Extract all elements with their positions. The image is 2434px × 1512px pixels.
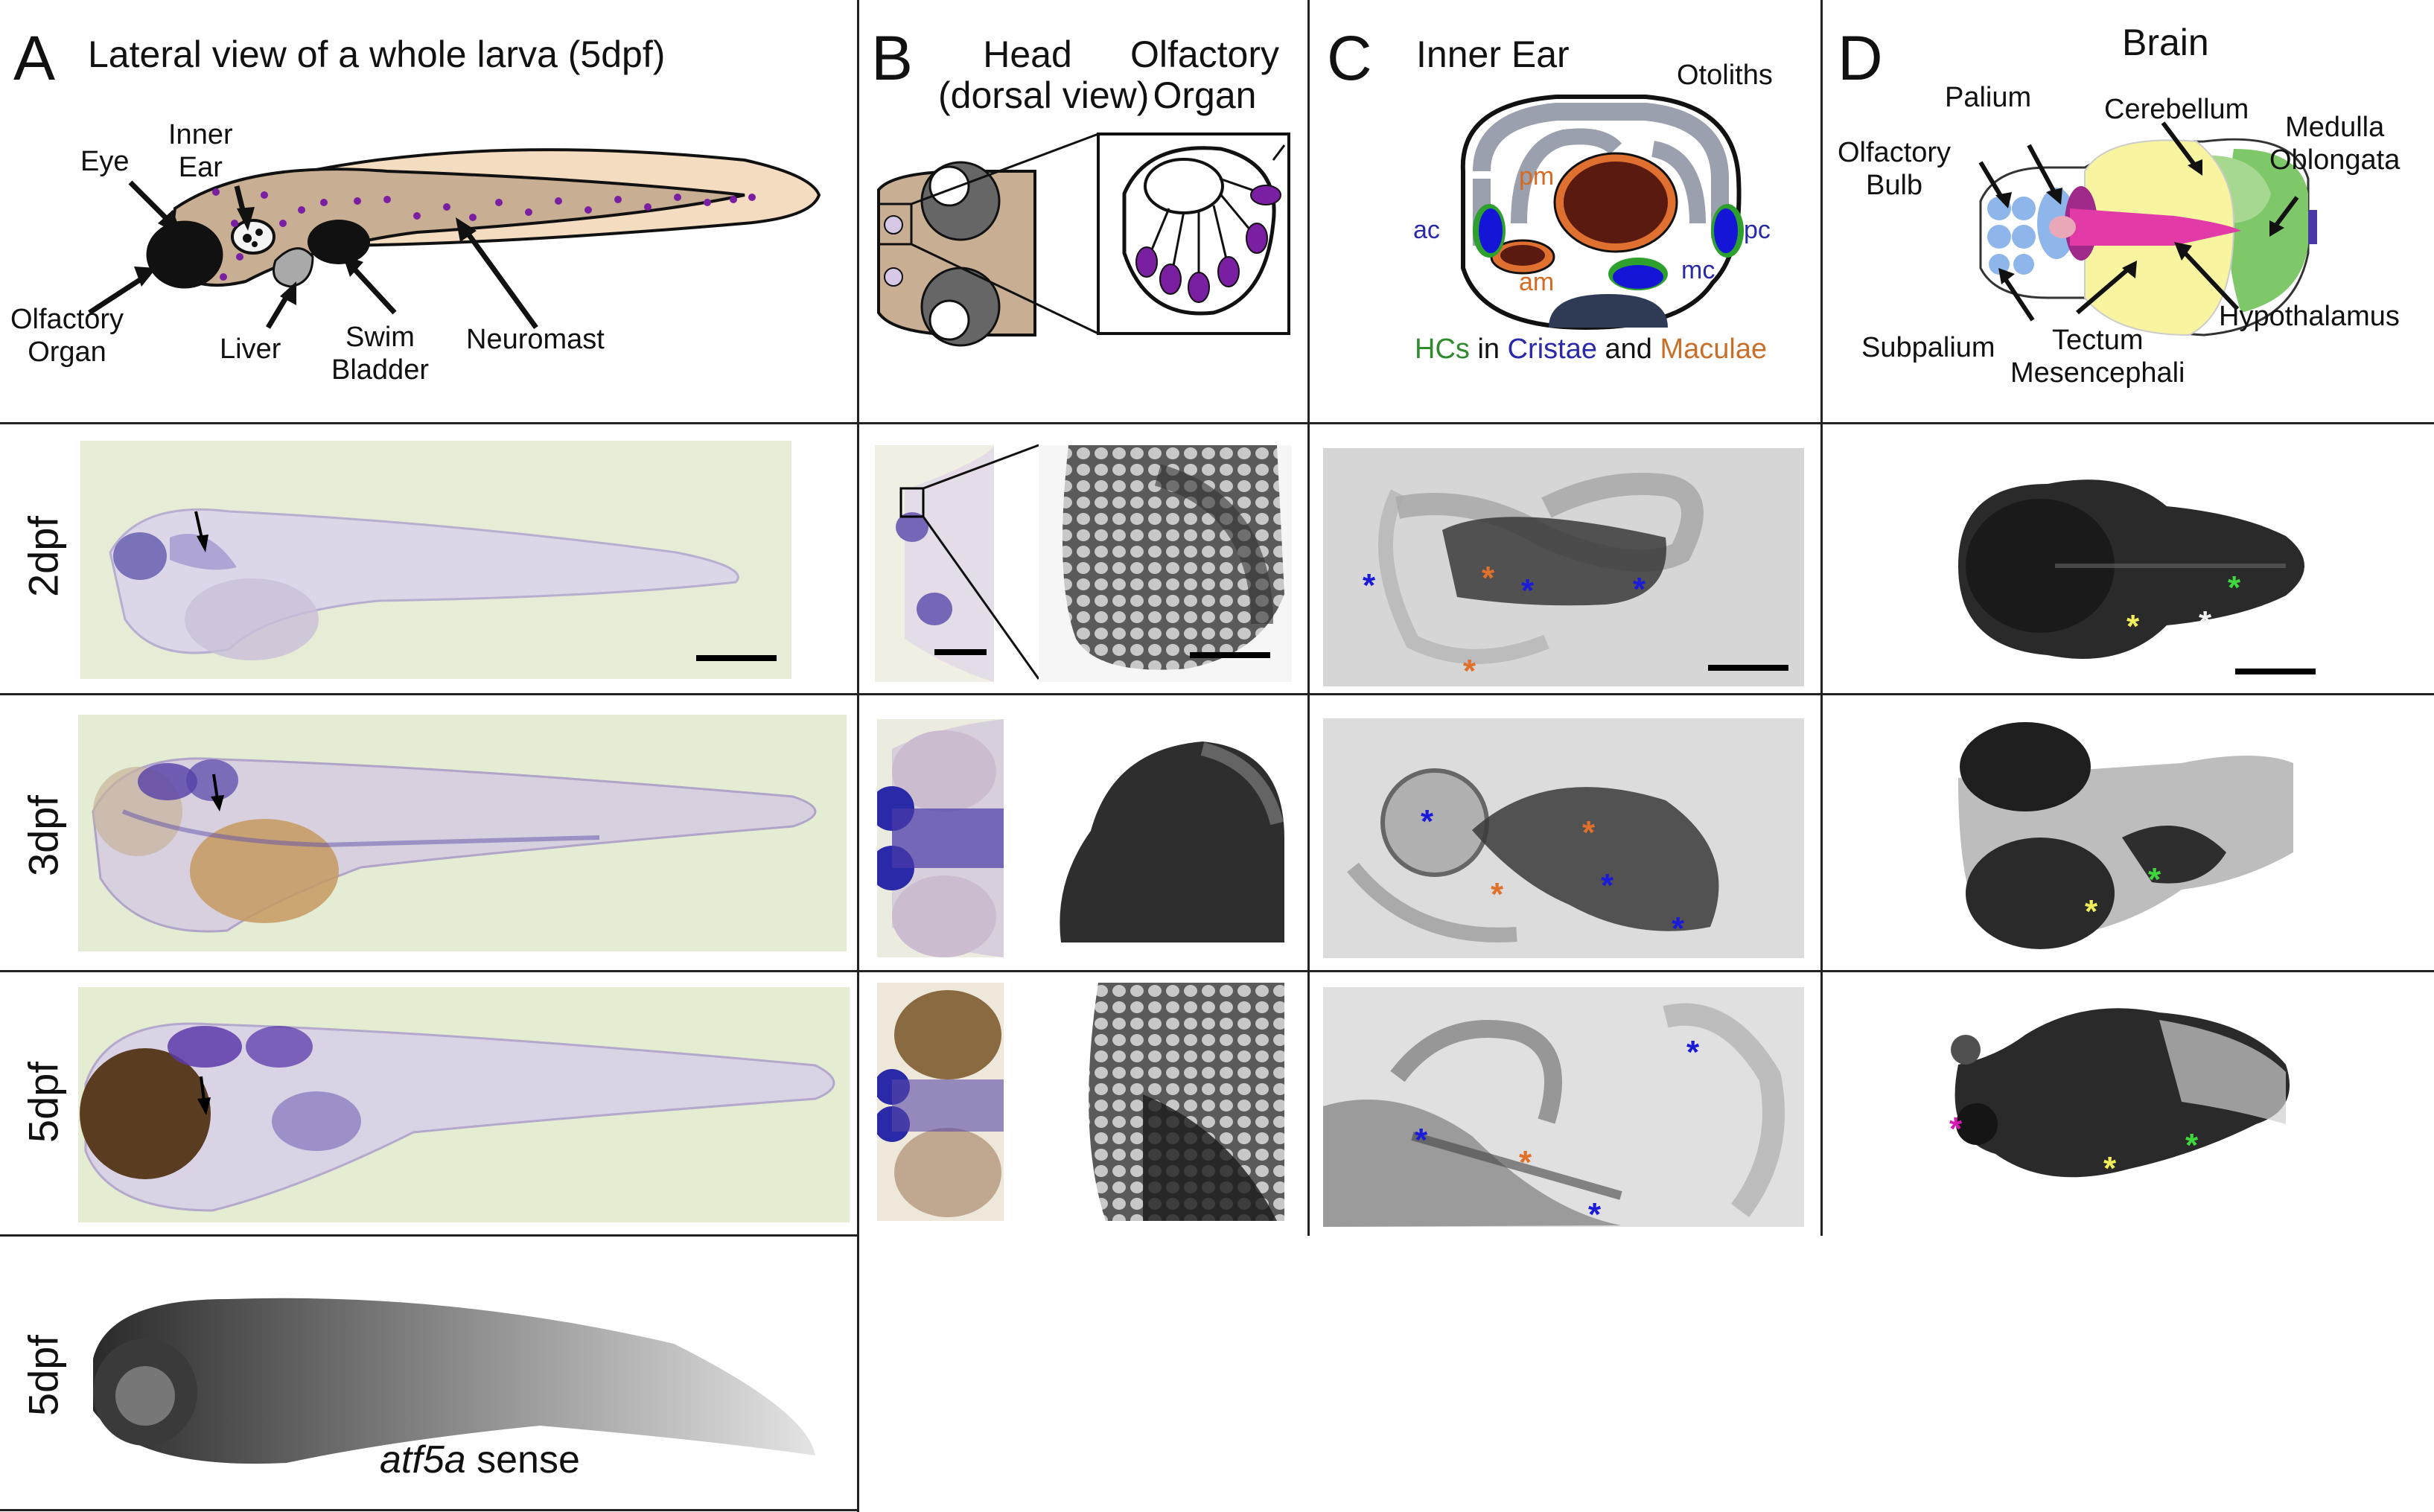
brain-diagram [1978, 121, 2317, 336]
label-inner-ear: Inner Ear [168, 119, 233, 183]
sense-suffix: sense [465, 1438, 580, 1481]
label-eye: Eye [80, 146, 130, 177]
ear-5dpf-ast-1: * [1686, 1034, 1700, 1071]
brain-2dpf-ast-yellow: * [2126, 608, 2140, 645]
label-medulla-oblongata: Medulla Oblongata [2269, 112, 2400, 176]
ear-3dpf-ast-5: * [1672, 910, 1685, 947]
ear-3dpf-ast-1: * [1421, 803, 1434, 840]
row-label-5dpf-sense: 5dpf [19, 1335, 67, 1416]
ear-3dpf-ast-3: * [1491, 876, 1504, 913]
photo-ear-5dpf [1323, 987, 1804, 1227]
divider-header [0, 422, 2434, 424]
sense-gene: atf5a [380, 1438, 466, 1481]
brain-3dpf-ast-yellow: * [2085, 893, 2098, 930]
panel-letter-c: C [1327, 23, 1372, 93]
row-label-3dpf: 3dpf [19, 795, 67, 876]
row-label-5dpf: 5dpf [19, 1062, 67, 1143]
photo-larva-3dpf [78, 715, 847, 951]
scale-bar-c-2dpf [1708, 665, 1788, 671]
panel-c-title: Inner Ear [1416, 34, 1570, 75]
sense-label: atf5a sense [380, 1438, 580, 1483]
brain-3dpf-ast-green: * [2148, 861, 2161, 898]
label-tectum-mesencephali: Tectum Mesencephali [2010, 325, 2185, 389]
photo-larva-5dpf-sense [78, 1247, 850, 1493]
panel-a-title: Lateral view of a whole larva (5dpf) [88, 34, 666, 75]
inner-ear-legend: HCs in Cristae and Maculae [1415, 334, 1767, 366]
ear-2dpf-ast-3: * [1521, 572, 1535, 609]
divider-row-1 [0, 693, 2434, 695]
photo-head-5dpf [877, 983, 1004, 1221]
label-liver: Liver [220, 334, 281, 365]
legend-cristae: Cristae [1507, 334, 1597, 365]
brain-2dpf-ast-green: * [2228, 570, 2241, 606]
scale-bar-b-olf-2dpf [1190, 652, 1270, 658]
larva-diagram [88, 148, 821, 330]
label-cerebellum: Cerebellum [2104, 94, 2249, 125]
brain-5dpf-ast-yellow: * [2103, 1150, 2117, 1187]
scale-bar-d-2dpf [2235, 669, 2316, 674]
ear-2dpf-ast-4: * [1633, 571, 1646, 607]
scale-bar-b-head-2dpf [934, 649, 987, 655]
ear-2dpf-ast-5: * [1463, 653, 1476, 689]
panel-d-title: Brain [2122, 22, 2209, 63]
zoom-lines-b [922, 444, 1040, 680]
divider-b-c [1307, 0, 1310, 1236]
label-am: am [1519, 268, 1555, 296]
ear-5dpf-ast-3: * [1519, 1144, 1532, 1181]
label-subpalium: Subpalium [1861, 332, 1995, 363]
label-olfactory-organ: Olfactory Organ [10, 304, 124, 368]
head-dorsal-diagram [877, 133, 1290, 347]
label-palium: Palium [1945, 82, 2032, 113]
divider-bottom [0, 1509, 858, 1511]
panel-b-title-head: Head (dorsal view) [938, 34, 1150, 116]
photo-olfactory-3dpf [1039, 719, 1292, 957]
photo-brain-5dpf [1936, 990, 2308, 1228]
photo-larva-5dpf [78, 987, 850, 1222]
brain-2dpf-ast-white: * [2199, 605, 2212, 641]
photo-olfactory-5dpf [1039, 983, 1292, 1221]
inner-ear-diagram [1460, 95, 1744, 331]
label-mc: mc [1681, 256, 1715, 284]
ear-2dpf-ast-1: * [1363, 567, 1376, 604]
photo-olfactory-2dpf [1039, 445, 1292, 682]
divider-row-3 [0, 1234, 858, 1237]
photo-head-3dpf [877, 719, 1004, 957]
photo-ear-3dpf [1323, 718, 1804, 958]
panel-letter-b: B [871, 23, 914, 93]
brain-5dpf-ast-magenta: * [1949, 1111, 1963, 1147]
legend-in: in [1469, 334, 1508, 365]
ear-5dpf-ast-2: * [1415, 1122, 1428, 1158]
label-otoliths: Otoliths [1677, 60, 1773, 91]
divider-a-b [857, 0, 859, 1512]
photo-ear-2dpf [1323, 448, 1804, 686]
panel-letter-a: A [13, 23, 56, 93]
brain-5dpf-ast-green: * [2185, 1127, 2199, 1164]
ear-2dpf-ast-2: * [1482, 560, 1495, 596]
panel-letter-d: D [1838, 23, 1883, 93]
label-pm: pm [1519, 162, 1555, 191]
label-swim-bladder: Swim Bladder [331, 322, 429, 386]
ear-3dpf-ast-2: * [1582, 814, 1596, 851]
label-neuromast: Neuromast [466, 324, 605, 355]
photo-brain-3dpf [1958, 718, 2301, 957]
photo-larva-2dpf [80, 441, 791, 679]
ear-5dpf-ast-4: * [1588, 1196, 1602, 1233]
divider-c-d [1820, 0, 1823, 1236]
divider-row-2 [0, 970, 2434, 972]
panel-b-title-olfactory: Olfactory Organ [1130, 34, 1280, 116]
label-hypothalamus: Hypothalamus [2219, 301, 2400, 332]
ear-3dpf-ast-4: * [1601, 867, 1614, 904]
photo-brain-2dpf [1943, 454, 2331, 677]
legend-and: and [1596, 334, 1660, 365]
label-olfactory-bulb: Olfactory Bulb [1838, 137, 1952, 201]
label-ac: ac [1413, 216, 1440, 244]
legend-hcs: HCs [1415, 334, 1470, 365]
legend-maculae: Maculae [1660, 334, 1768, 365]
label-pc: pc [1744, 216, 1771, 244]
scale-bar-a-2dpf [696, 655, 777, 661]
